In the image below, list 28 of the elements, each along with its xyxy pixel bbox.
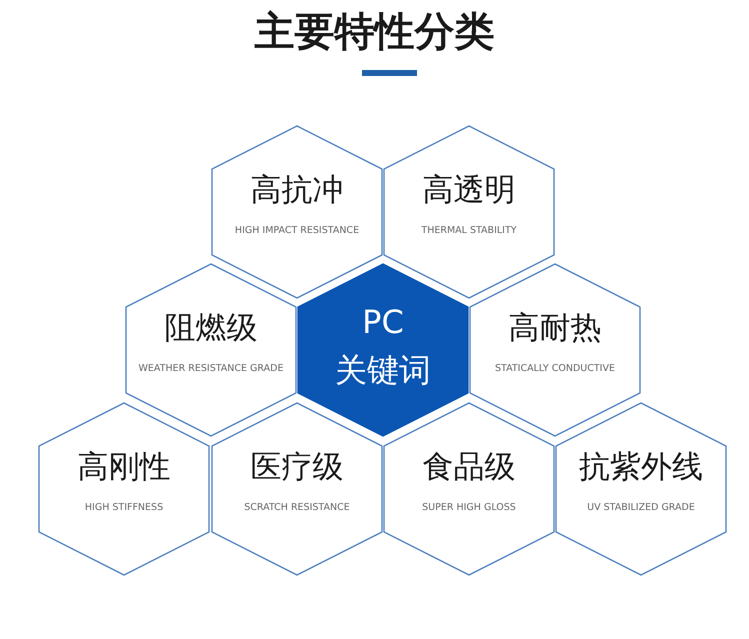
feature-subtitle: UV STABILIZED GRADE — [586, 502, 696, 513]
hexagon — [383, 402, 555, 576]
feature-name: 高耐热 — [508, 309, 602, 348]
feature-subtitle: HIGH STIFFNESS — [84, 502, 164, 513]
feature-subtitle: THERMAL STABILITY — [420, 225, 518, 236]
feature-name: 高刚性 — [76, 448, 172, 487]
feature-name: 医疗级 — [250, 448, 344, 487]
feature-subtitle: WEATHER RESISTANCE GRADE — [138, 363, 284, 374]
feature-name: 抗紫外线 — [578, 448, 704, 487]
feature-name: 高抗冲 — [250, 171, 344, 210]
feature-subtitle: HIGH IMPACT RESISTANCE — [234, 225, 360, 236]
feature-subtitle: SUPER HIGH GLOSS — [421, 502, 517, 513]
keyword-text: PC — [361, 303, 405, 341]
feature-subtitle: SCRATCH RESISTANCE — [243, 502, 351, 513]
hexagon — [555, 402, 727, 576]
hexagon — [211, 402, 383, 576]
hexagon — [469, 263, 641, 437]
title: 主要特性分类 — [254, 8, 496, 57]
hexagon — [38, 402, 210, 576]
hexagon — [383, 125, 555, 299]
hexagon — [125, 263, 297, 437]
feature-name: 阻燃级 — [164, 309, 258, 348]
center-hexagon — [297, 263, 469, 437]
feature-name: 高透明 — [422, 171, 516, 210]
feature-name: 食品级 — [422, 448, 516, 487]
hexagon — [211, 125, 383, 299]
feature-subtitle: STATICALLY CONDUCTIVE — [494, 363, 616, 374]
keyword-text: 关键词 — [334, 350, 432, 391]
